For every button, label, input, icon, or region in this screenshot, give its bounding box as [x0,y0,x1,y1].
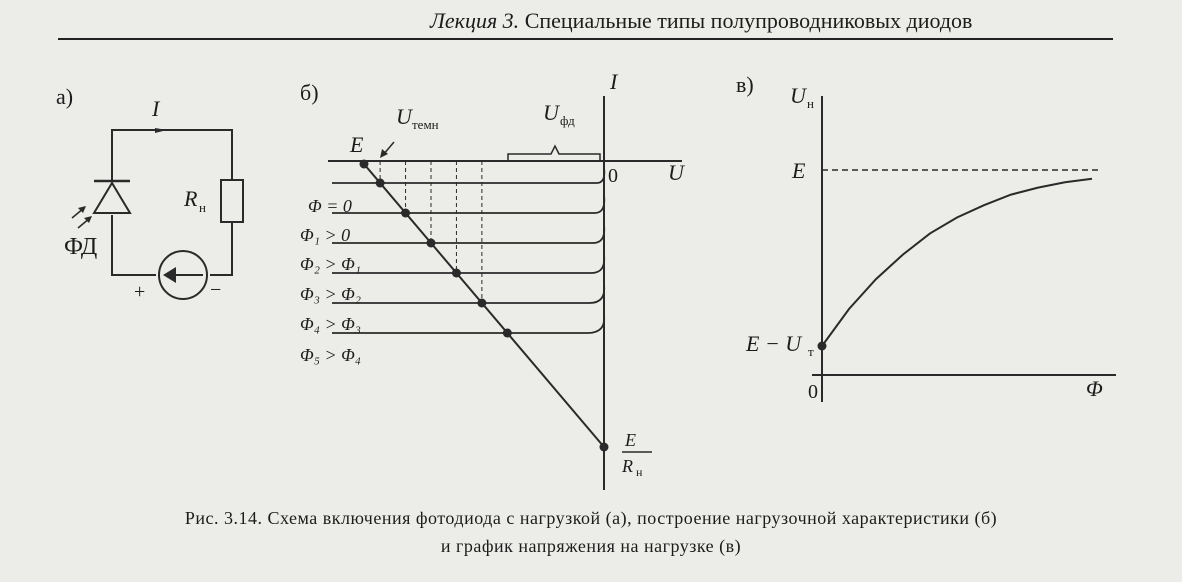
iv-curve-1 [332,161,606,214]
lecture-number: Лекция 3. [430,8,520,33]
point-e-pointer-head [380,149,388,158]
fraction-denominator-sub: н [636,465,643,479]
iv-curve-0 [332,161,606,184]
operating-points [375,178,512,338]
wire-right [210,222,233,276]
caption-line-1: Рис. 3.14. Схема включения фотодиода с н… [184,508,998,528]
resistor [220,179,244,223]
resistor-label: R [183,186,198,211]
series-line [821,177,1093,347]
photodiode-label: ФД [64,234,97,260]
u-fd-sub: фд [560,113,575,128]
point-e-label: E [349,132,364,157]
panel-a-label: а) [56,84,73,109]
point-e [359,159,369,169]
caption-line-2: и график напряжения на нагрузке (в) [440,536,742,556]
minus-sign: − [210,279,221,301]
panel-b-load-line: б) I U 0 E U темн U фд E R н Φ = 0 [300,69,686,490]
panel-a-circuit: а) I R н ФД [56,84,244,303]
operating-point-3 [451,268,461,278]
light-arrows-icon [71,206,92,229]
photodiode-symbol [92,170,132,214]
curve-label-5: Φ₅ > Φ₄ [300,345,361,365]
operating-point-5 [502,328,512,338]
u-fd-label: U [543,100,561,125]
panel-c-chart: в) U н Φ 0 E E − U т [736,72,1116,403]
y-axis-label: U [790,83,808,108]
iv-curve-5 [332,161,606,334]
page-header: Лекция 3. Специальные типы полупроводник… [430,8,972,34]
start-point [817,341,827,351]
wire-top [111,129,233,180]
u-temn-label: U [396,104,414,129]
operating-point-4 [477,298,487,308]
curve-label-2: Φ₂ > Φ₁ [300,254,361,274]
x-axis-label: Φ [1086,376,1103,401]
iv-curve-3 [332,161,606,274]
iv-curves [332,161,606,334]
asymptote-label: E [791,158,806,183]
operating-point-1 [401,208,411,218]
u-axis-label: U [668,160,686,185]
panel-c-label: в) [736,72,754,97]
panel-b-label: б) [300,80,319,105]
operating-point-guides [379,161,483,303]
curve-label-3: Φ₃ > Φ₂ [300,284,361,304]
curve-label-4: Φ₄ > Φ₃ [300,314,361,334]
origin-b: 0 [608,165,618,187]
lecture-title: Специальные типы полупроводниковых диодо… [524,8,973,33]
resistor-label-sub: н [199,200,206,215]
plus-sign: + [134,281,145,303]
point-e-over-r [599,442,609,452]
operating-point-2 [426,238,436,248]
y-axis-label-sub: н [807,96,814,111]
curve-label-0: Φ = 0 [308,196,352,216]
current-label: I [151,96,161,121]
curve-label-1: Φ₁ > 0 [300,225,350,245]
source-symbol [158,250,208,300]
i-axis-label: I [609,69,619,94]
start-label: E − U [745,331,803,356]
current-arrow [155,128,167,133]
wire-bottom [111,215,156,276]
operating-point-0 [375,178,385,188]
origin-c: 0 [808,381,818,403]
u-fd-brace [507,144,601,160]
fraction-numerator: E [624,430,636,450]
header-rule [58,38,1113,40]
fraction-denominator: R [621,456,633,476]
u-temn-sub: темн [412,117,439,132]
start-label-sub: т [808,344,814,359]
